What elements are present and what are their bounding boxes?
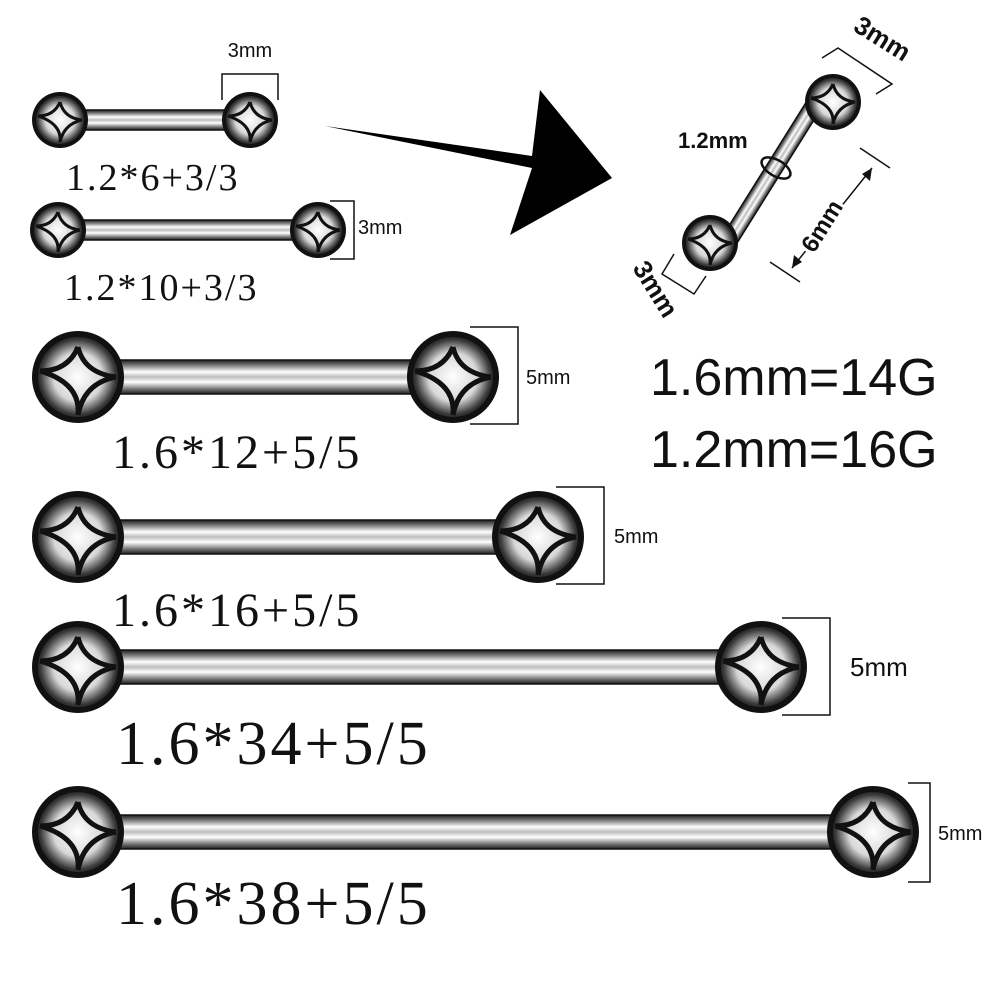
barbell-5: 5mm 1.6*34+5/5 xyxy=(32,617,908,778)
ball-dimension-bracket xyxy=(782,617,831,716)
ball-right xyxy=(492,491,584,583)
barbell-2: 3mm 1.2*10+3/3 xyxy=(30,200,402,309)
length-arrowhead-top xyxy=(862,168,872,181)
ball-size-label: 5mm xyxy=(614,526,658,548)
dimension-diagram: 1.2mm 3mm 3mm 6mm xyxy=(627,10,916,323)
ball-dimension-bracket xyxy=(470,326,519,425)
ball-dimension-bracket xyxy=(330,200,355,260)
ball-left xyxy=(32,491,124,583)
ball-dimension-bracket xyxy=(556,486,605,585)
length-tick-top xyxy=(859,147,891,169)
ball-size-label: 5mm xyxy=(526,367,570,389)
barbell-shaft xyxy=(77,519,539,555)
barbell-6: 5mm 1.6*38+5/5 xyxy=(32,782,982,938)
barbell-shaft xyxy=(77,814,874,850)
ball-right xyxy=(827,786,919,878)
product-code: 1.6*12+5/5 xyxy=(112,426,362,479)
diagram-ball-top xyxy=(805,74,861,130)
ball-dimension-bracket xyxy=(908,782,931,883)
product-code: 1.2*6+3/3 xyxy=(66,157,240,199)
thickness-ring xyxy=(760,156,792,180)
barbell-shaft xyxy=(59,109,251,131)
ball-left xyxy=(32,621,124,713)
barbell-4: 5mm 1.6*16+5/5 xyxy=(32,486,658,637)
ball-size-label: 5mm xyxy=(938,823,982,845)
ball-left xyxy=(32,331,124,423)
bottom-ball-bracket xyxy=(660,253,707,296)
ball-left xyxy=(32,786,124,878)
ball-left xyxy=(30,202,86,258)
ball-right xyxy=(715,621,807,713)
diagram-ball-bottom xyxy=(682,215,738,271)
top-ball-bracket xyxy=(821,47,894,95)
gauge-conversion-14g: 1.6mm=14G xyxy=(650,349,938,407)
barbell-shaft xyxy=(57,219,319,241)
ball-right xyxy=(290,202,346,258)
top-ball-label: 3mm xyxy=(849,10,916,68)
barbell-1: 3mm 1.2*6+3/3 xyxy=(32,40,279,199)
barbell-shaft xyxy=(77,359,454,395)
ball-left xyxy=(32,92,88,148)
gauge-conversion-16g: 1.2mm=16G xyxy=(650,421,938,479)
bottom-ball-label: 3mm xyxy=(627,255,685,322)
product-code: 1.6*16+5/5 xyxy=(112,584,362,637)
diagram-shaft xyxy=(721,98,823,246)
thickness-label: 1.2mm xyxy=(678,128,748,153)
length-label: 6mm xyxy=(796,195,849,257)
product-code: 1.2*10+3/3 xyxy=(64,267,259,309)
ball-dimension-bracket xyxy=(221,73,279,100)
barbell-shaft xyxy=(77,649,762,685)
ball-size-label: 3mm xyxy=(228,40,272,62)
length-arrow-line xyxy=(791,167,873,269)
length-tick-bottom xyxy=(769,261,801,283)
ball-size-label: 3mm xyxy=(358,217,402,239)
ball-size-label: 5mm xyxy=(850,652,908,682)
product-code: 1.6*34+5/5 xyxy=(116,710,431,778)
ball-right xyxy=(407,331,499,423)
product-code: 1.6*38+5/5 xyxy=(116,870,431,938)
barbell-3: 5mm 1.6*12+5/5 xyxy=(32,326,570,479)
ball-right xyxy=(222,92,278,148)
length-arrowhead-bottom xyxy=(792,255,802,268)
arrow-right-icon xyxy=(325,90,612,235)
